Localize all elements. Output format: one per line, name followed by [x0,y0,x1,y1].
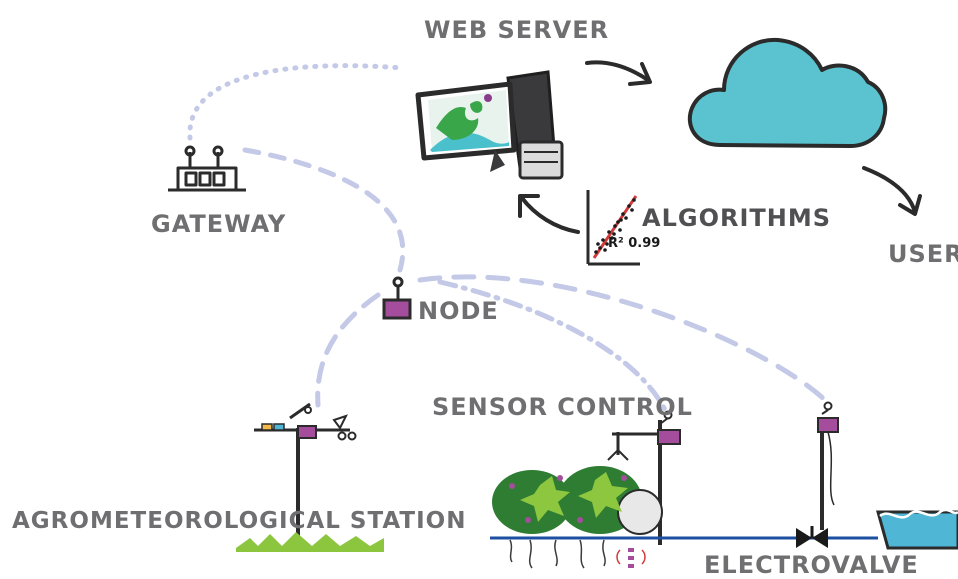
r-squared-label: R² 0.99 [608,236,661,251]
arrow-icon [518,194,580,234]
arrow-icon [585,60,652,86]
valve-icon [796,401,839,548]
link-gateway-webserver [187,63,405,141]
link-node-station [315,292,381,408]
plants-icon [492,466,663,569]
water-tank-icon [876,508,958,550]
link-node-sensor [437,279,668,413]
node-label: NODE [418,297,499,325]
node-icon [382,276,412,320]
agrometeorological-station-label: AGROMETEOROLOGICAL STATION [12,508,467,534]
gateway-icon [168,145,246,192]
cloud-icon [687,37,888,148]
arrow-icon [862,166,922,216]
sensor-control-label: SENSOR CONTROL [432,393,693,421]
gateway-label: GATEWAY [151,210,287,238]
link-node-valve [417,274,828,403]
scatter-plot-icon [586,190,640,266]
link-gateway-node [242,147,406,273]
web-server-label: WEB SERVER [424,16,610,44]
weather-station-icon [236,402,384,552]
monitor-icon [415,70,564,180]
users-label: USERS [888,240,958,268]
algorithms-label: ALGORITHMS [642,204,832,232]
electrovalve-label: ELECTROVALVE [704,551,919,579]
sensor-control-icon [607,410,681,545]
